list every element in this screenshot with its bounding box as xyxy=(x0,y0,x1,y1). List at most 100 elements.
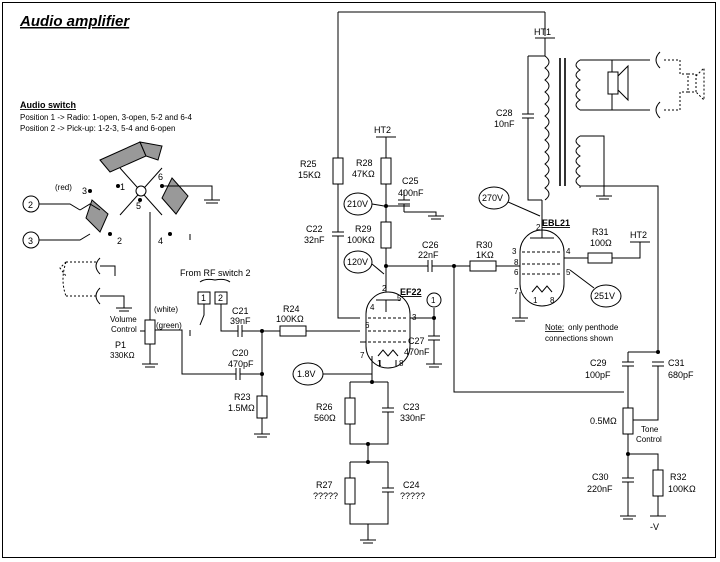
r23-resistor: R23 1.5MΩ xyxy=(228,329,270,438)
voltage-251v: 251V xyxy=(594,291,615,301)
c25-capacitor: C25 400nF xyxy=(398,176,444,220)
tone-value: 0.5MΩ xyxy=(590,416,617,426)
c27-name: C27 xyxy=(408,336,425,346)
ef22-pin-7: 7 xyxy=(360,351,365,360)
r32-name: R32 xyxy=(670,472,687,482)
voltage-marker-270v xyxy=(478,186,510,210)
r32-resistor: R32 100KΩ xyxy=(652,469,696,497)
r31-resistor: R31 100Ω xyxy=(587,227,613,264)
ebl21-pin-8a: 8 xyxy=(514,258,519,267)
r24-name: R24 xyxy=(283,304,300,314)
ebl21-pin-6: 6 xyxy=(514,268,519,277)
tone-label-2: Control xyxy=(636,435,662,444)
connector-2-label: 2 xyxy=(28,200,33,210)
volume-label-2: Control xyxy=(111,325,137,334)
switch-terminal-2: 2 xyxy=(117,236,122,246)
c25-name: C25 xyxy=(402,176,419,186)
c26-value: 22nF xyxy=(418,250,439,260)
r29-value: 100KΩ xyxy=(347,235,375,245)
c22-name: C22 xyxy=(306,224,323,234)
r25-name: R25 xyxy=(300,159,317,169)
p1-name: P1 xyxy=(115,340,126,350)
c28-name: C28 xyxy=(496,108,513,118)
ebl21-pin-3: 3 xyxy=(512,247,517,256)
ht1-label: HT1 xyxy=(534,27,551,37)
ebl21-pin-7: 7 xyxy=(514,287,519,296)
r25-value: 15KΩ xyxy=(298,170,321,180)
ebl21-pin-8b: 8 xyxy=(550,296,555,305)
c27-value: 470nF xyxy=(404,347,430,357)
connector-1-circle xyxy=(426,292,442,308)
volume-label-1: Volume xyxy=(110,315,137,324)
voltage-marker-120v xyxy=(343,250,373,274)
c24-value: ????? xyxy=(400,491,425,501)
switch-terminal-1: 1 xyxy=(120,182,125,192)
r28-name: R28 xyxy=(356,158,373,168)
ebl21-pin-2: 2 xyxy=(536,223,541,232)
r30-value: 1KΩ xyxy=(476,250,494,260)
c20-capacitor: C20 470pF xyxy=(228,348,262,380)
c21-capacitor: C21 39nF xyxy=(230,306,280,337)
ebl21-pin-5: 5 xyxy=(566,268,571,277)
audio-switch: 1 2 3 4 5 6 (red) xyxy=(55,141,189,246)
audio-switch-heading: Audio switch xyxy=(20,100,76,110)
voltage-120v: 120V xyxy=(347,257,368,267)
c26-name: C26 xyxy=(422,240,439,250)
r26-name: R26 xyxy=(316,402,333,412)
rf-pin-2: 2 xyxy=(218,293,223,303)
r30-name: R30 xyxy=(476,240,493,250)
voltage-marker-251v xyxy=(590,284,622,308)
r27-name: R27 xyxy=(316,480,333,490)
switch-terminal-5: 5 xyxy=(136,201,141,211)
ht2-label-right: HT2 xyxy=(630,230,647,240)
c23-capacitor: C23 330nF xyxy=(382,402,426,423)
note-heading: Note: xyxy=(545,323,564,332)
c29-name: C29 xyxy=(590,358,607,368)
r25-resistor: R25 15KΩ xyxy=(298,157,344,185)
connector-1-label: 1 xyxy=(431,296,436,305)
connector-3-label: 3 xyxy=(28,236,33,246)
c31-name: C31 xyxy=(668,358,685,368)
c29-capacitor: C29 100pF xyxy=(585,358,634,380)
ext-speaker-coil xyxy=(687,73,697,93)
note-text-2: connections shown xyxy=(545,334,613,343)
white-wire-label: (white) xyxy=(154,305,178,314)
audio-switch-line1: Position 1 -> Radio: 1-open, 3-open, 5-2… xyxy=(20,113,192,122)
r24-resistor: R24 100KΩ xyxy=(276,304,360,337)
ef22-name: EF22 xyxy=(400,287,422,297)
p1-value: 330KΩ xyxy=(110,351,135,360)
output-transformer xyxy=(544,55,581,201)
c24-name: C24 xyxy=(403,480,420,490)
audio-switch-line2: Position 2 -> Pick-up: 1-2-3, 5-4 and 6-… xyxy=(20,124,175,133)
ebl21-pin-4: 4 xyxy=(566,247,571,256)
negative-rail-label: -V xyxy=(650,522,659,532)
rf-switch-label: From RF switch 2 xyxy=(180,268,251,278)
diagram-title: Audio amplifier xyxy=(19,13,130,30)
red-wire-label: (red) xyxy=(55,183,72,192)
c20-value: 470pF xyxy=(228,359,254,369)
ext-speaker-icon xyxy=(695,66,705,102)
c22-value: 32nF xyxy=(304,235,325,245)
c21-name: C21 xyxy=(232,306,249,316)
r28-value: 47KΩ xyxy=(352,169,375,179)
c30-capacitor: C30 220nF xyxy=(587,472,634,494)
r27-resistor: R27 ????? xyxy=(313,477,356,505)
switch-terminal-4: 4 xyxy=(158,236,163,246)
voltage-270v: 270V xyxy=(482,193,503,203)
tone-control-pot: 0.5MΩ Tone Control xyxy=(590,407,662,444)
r31-name: R31 xyxy=(592,227,609,237)
c30-name: C30 xyxy=(592,472,609,482)
c20-name: C20 xyxy=(232,348,249,358)
c25-value: 400nF xyxy=(398,188,424,198)
r29-resistor: R29 100KΩ xyxy=(347,221,392,249)
ebl21-pin-1: 1 xyxy=(533,296,538,305)
r24-value: 100KΩ xyxy=(276,314,304,324)
c28-value: 10nF xyxy=(494,119,515,129)
r31-value: 100Ω xyxy=(590,238,612,248)
ef22-tube: EF22 2 4 3 6 7 1 8 5 xyxy=(360,284,422,369)
volume-control-p1: Volume Control P1 330KΩ (white) (green) xyxy=(110,212,236,375)
ef22-pin-8: 8 xyxy=(399,359,404,368)
